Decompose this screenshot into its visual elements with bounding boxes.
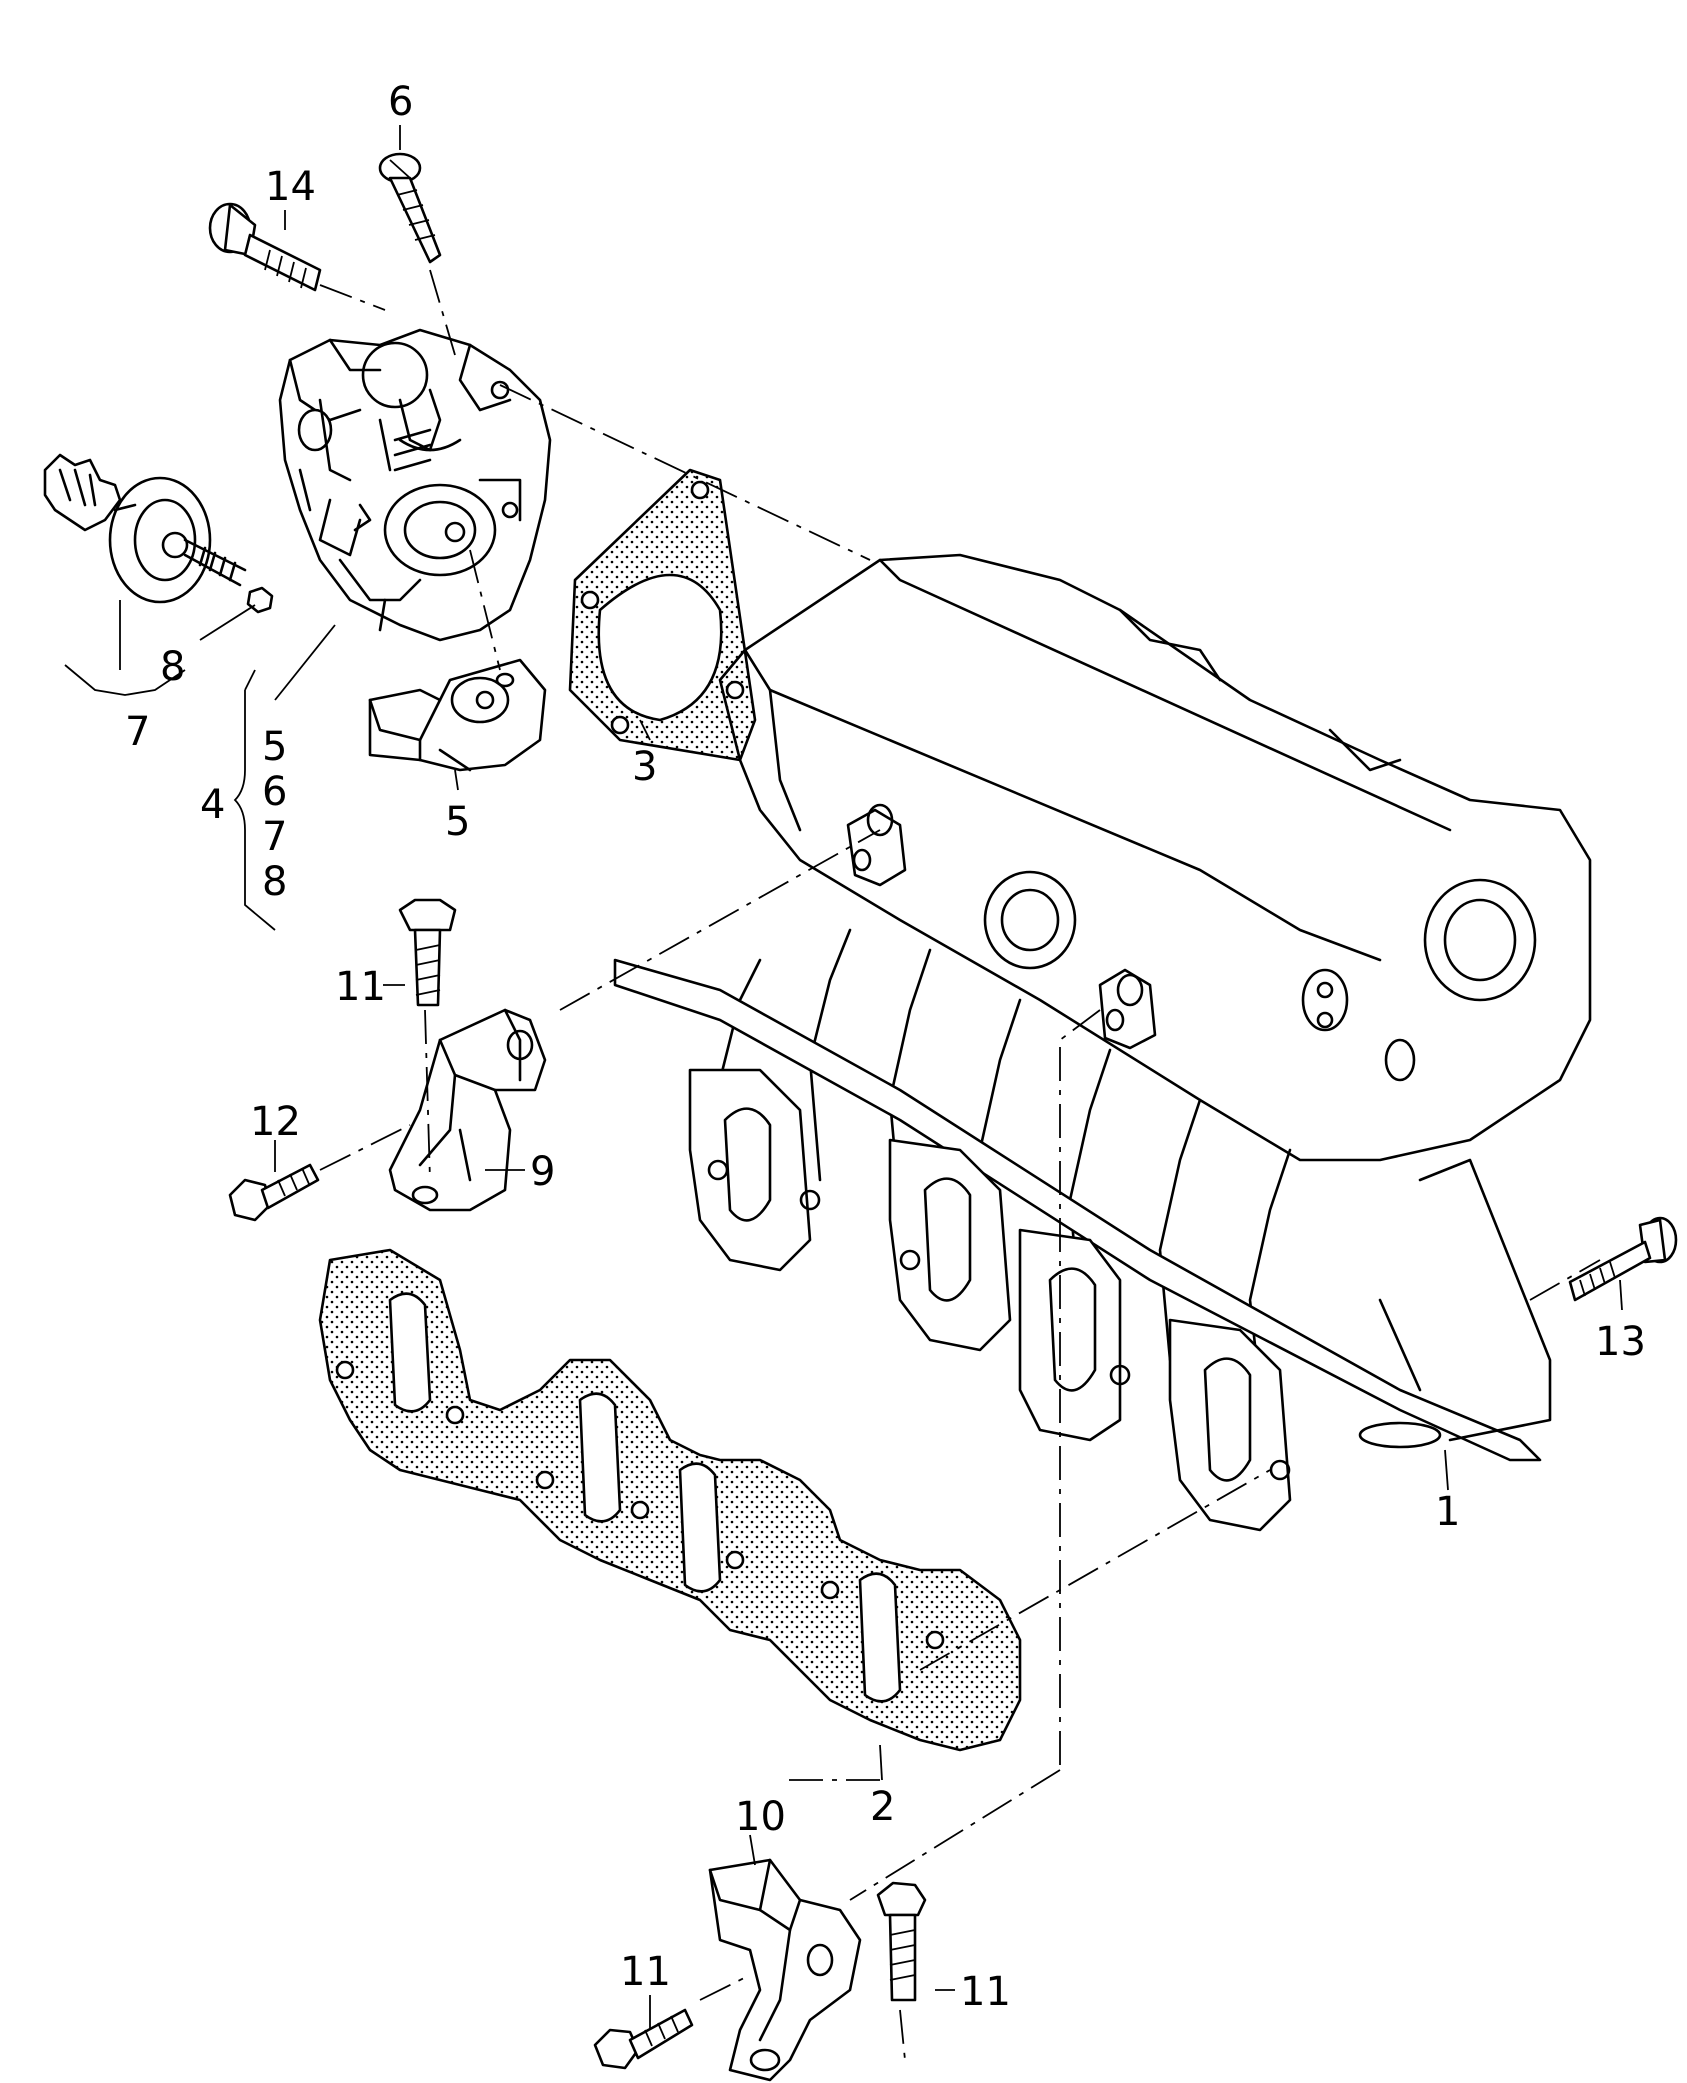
callout-6-group: 6 bbox=[262, 769, 287, 815]
callout-7-valve: 7 bbox=[125, 709, 150, 755]
bolt-12 bbox=[228, 1163, 320, 1222]
callout-5-sensor: 5 bbox=[445, 799, 470, 845]
callout-6-screw: 6 bbox=[388, 79, 413, 125]
throttle-body-gasket bbox=[568, 468, 757, 762]
callout-13: 13 bbox=[1595, 1319, 1646, 1365]
throttle-position-sensor bbox=[368, 658, 547, 772]
callout-7-group: 7 bbox=[262, 814, 287, 860]
callout-14: 14 bbox=[265, 164, 316, 210]
callout-8-group: 8 bbox=[262, 859, 287, 905]
callout-11-lower-left: 11 bbox=[620, 1949, 671, 1995]
callout-3: 3 bbox=[632, 744, 657, 790]
callout-labels: 1 2 3 4 5 5 6 6 7 7 8 8 9 10 11 11 11 12… bbox=[125, 79, 1646, 2015]
bolt-14 bbox=[208, 202, 322, 292]
callout-9: 9 bbox=[530, 1149, 555, 1195]
throttle-body bbox=[278, 328, 552, 642]
callout-12: 12 bbox=[250, 1099, 301, 1145]
callout-8-nut: 8 bbox=[160, 644, 185, 690]
callout-11-upper: 11 bbox=[335, 964, 386, 1010]
manifold-gasket bbox=[318, 1248, 1022, 1752]
bolt-11-lower-left bbox=[593, 2008, 694, 2070]
idle-stabilizer-valve bbox=[43, 453, 274, 614]
callout-2: 2 bbox=[870, 1784, 895, 1830]
bolt-13 bbox=[1568, 1216, 1678, 1302]
intake-manifold bbox=[613, 553, 1592, 1532]
leader-lines bbox=[64, 125, 1623, 2030]
bracket-10 bbox=[708, 1858, 862, 2082]
screw-6 bbox=[378, 152, 442, 264]
bolt-11-upper bbox=[398, 898, 457, 1007]
callout-11-lower-right: 11 bbox=[960, 1969, 1011, 2015]
bracket-9 bbox=[388, 1008, 547, 1212]
callout-10: 10 bbox=[735, 1794, 786, 1840]
callout-4: 4 bbox=[200, 782, 225, 828]
callout-1: 1 bbox=[1435, 1489, 1460, 1535]
callout-5-group: 5 bbox=[262, 724, 287, 770]
bolt-11-lower-right bbox=[876, 1881, 927, 2002]
assembly-lines bbox=[319, 269, 1601, 2061]
